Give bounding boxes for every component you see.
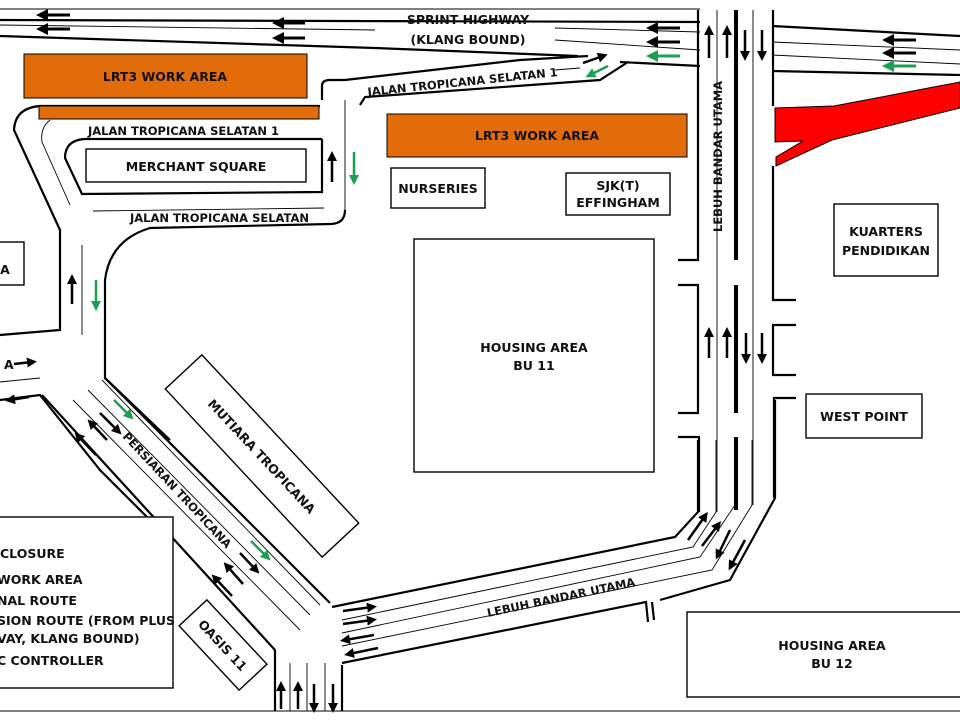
lrt3-work-area-2: LRT3 WORK AREA bbox=[386, 113, 688, 158]
legend-item-work-area: WORK AREA bbox=[0, 572, 83, 587]
bottom-road-stub bbox=[289, 663, 344, 711]
legend-item-traffic-controller: C CONTROLLER bbox=[0, 653, 104, 668]
arrow-diversion-southeast bbox=[250, 540, 271, 561]
sprint-highway-label-1: SPRINT HIGHWAY bbox=[407, 12, 530, 27]
jalan-tropicana-selatan-1-label-left: JALAN TROPICANA SELATAN 1 bbox=[87, 124, 279, 138]
left-partial-area-label: A bbox=[0, 262, 10, 277]
arrow-northwest bbox=[211, 574, 233, 597]
housing-bu12-label-2: BU 12 bbox=[811, 656, 852, 671]
housing-bu11-label-2: BU 11 bbox=[513, 358, 554, 373]
arrow-southwest bbox=[728, 539, 747, 571]
merchant-square[interactable]: MERCHANT SQUARE bbox=[85, 148, 307, 183]
west-point[interactable]: WEST POINT bbox=[805, 393, 923, 439]
legend-item-diversion-route-2: VAY, KLANG BOUND) bbox=[0, 631, 140, 646]
sjkt-label-1: SJK(T) bbox=[596, 178, 639, 193]
arrow-northwest bbox=[74, 432, 97, 456]
arrow-northwest bbox=[223, 562, 244, 585]
arrow-southeast bbox=[239, 552, 260, 574]
left-partial-area: A bbox=[0, 241, 25, 286]
lrt3-work-area-2-label: LRT3 WORK AREA bbox=[475, 128, 600, 143]
legend-item-normal-route: NAL ROUTE bbox=[0, 593, 77, 608]
merchant-square-loop-roads bbox=[0, 104, 347, 541]
sprint-highway bbox=[0, 18, 960, 77]
kuarters-pendidikan[interactable]: KUARTERS PENDIDIKAN bbox=[833, 203, 939, 277]
kuarters-label-2: PENDIDIKAN bbox=[842, 243, 930, 258]
arrow-northeast bbox=[686, 511, 708, 541]
arrow-southeast bbox=[99, 412, 122, 435]
left-road-fragment-label: A bbox=[4, 357, 14, 372]
arrow-east bbox=[582, 52, 608, 65]
housing-bu11-label-1: HOUSING AREA bbox=[480, 340, 588, 355]
jalan-tropicana-selatan-1-label-top: JALAN TROPICANA SELATAN 1 bbox=[366, 65, 558, 99]
kuarters-label-1: KUARTERS bbox=[849, 224, 923, 239]
sjkt-effingham[interactable]: SJK(T) EFFINGHAM bbox=[565, 172, 671, 216]
housing-bu12-label-1: HOUSING AREA bbox=[778, 638, 886, 653]
lrt3-work-area-1-label: LRT3 WORK AREA bbox=[103, 69, 228, 84]
lebuh-bandar-utama-vertical-road bbox=[678, 10, 796, 512]
jalan-tropicana-selatan-label: JALAN TROPICANA SELATAN bbox=[129, 211, 309, 225]
arrow-northeast bbox=[701, 521, 722, 547]
arrow-northwest bbox=[87, 419, 108, 441]
lrt3-work-strip bbox=[38, 105, 320, 120]
sprint-highway-label-2: (KLANG BOUND) bbox=[411, 32, 526, 47]
arrow-east bbox=[342, 615, 377, 626]
arrow-southwest bbox=[715, 529, 732, 560]
legend-item-diversion-route-1: SION ROUTE (FROM PLUS bbox=[0, 613, 175, 628]
lrt3-work-area-1: LRT3 WORK AREA bbox=[23, 53, 308, 99]
jalan-tropicana-selatan-1-road bbox=[320, 54, 629, 210]
housing-area-bu11[interactable]: HOUSING AREA BU 11 bbox=[413, 238, 655, 473]
arrow-west bbox=[344, 646, 379, 658]
arrow-diversion-southeast bbox=[113, 399, 134, 420]
legend-item-closure: CLOSURE bbox=[0, 546, 65, 561]
arrow-east bbox=[13, 357, 37, 368]
lebuh-bandar-utama-vertical-label: LEBUH BANDAR UTAMA bbox=[711, 81, 725, 232]
sprint-highway-arrows bbox=[36, 9, 916, 72]
arrow-east bbox=[342, 602, 377, 613]
legend: CLOSURE WORK AREA NAL ROUTE SION ROUTE (… bbox=[0, 516, 175, 689]
oasis-11[interactable]: OASIS 11 bbox=[178, 598, 268, 692]
sjkt-label-2: EFFINGHAM bbox=[576, 195, 660, 210]
legend-box bbox=[0, 516, 174, 689]
nurseries[interactable]: NURSERIES bbox=[390, 167, 486, 209]
nurseries-label: NURSERIES bbox=[398, 181, 478, 196]
west-point-label: WEST POINT bbox=[820, 409, 908, 424]
housing-area-bu12[interactable]: HOUSING AREA BU 12 bbox=[686, 611, 960, 698]
persiaran-tropicana-road bbox=[41, 377, 331, 711]
mutiara-tropicana[interactable]: MUTIARA TROPICANA bbox=[164, 353, 360, 559]
arrow-west bbox=[340, 633, 375, 645]
mutiara-tropicana-label: MUTIARA TROPICANA bbox=[205, 396, 319, 517]
arrow-diversion-southwest bbox=[585, 64, 609, 78]
arrow-west bbox=[5, 394, 30, 405]
road-closure-area bbox=[774, 81, 960, 167]
merchant-square-label: MERCHANT SQUARE bbox=[126, 159, 267, 174]
